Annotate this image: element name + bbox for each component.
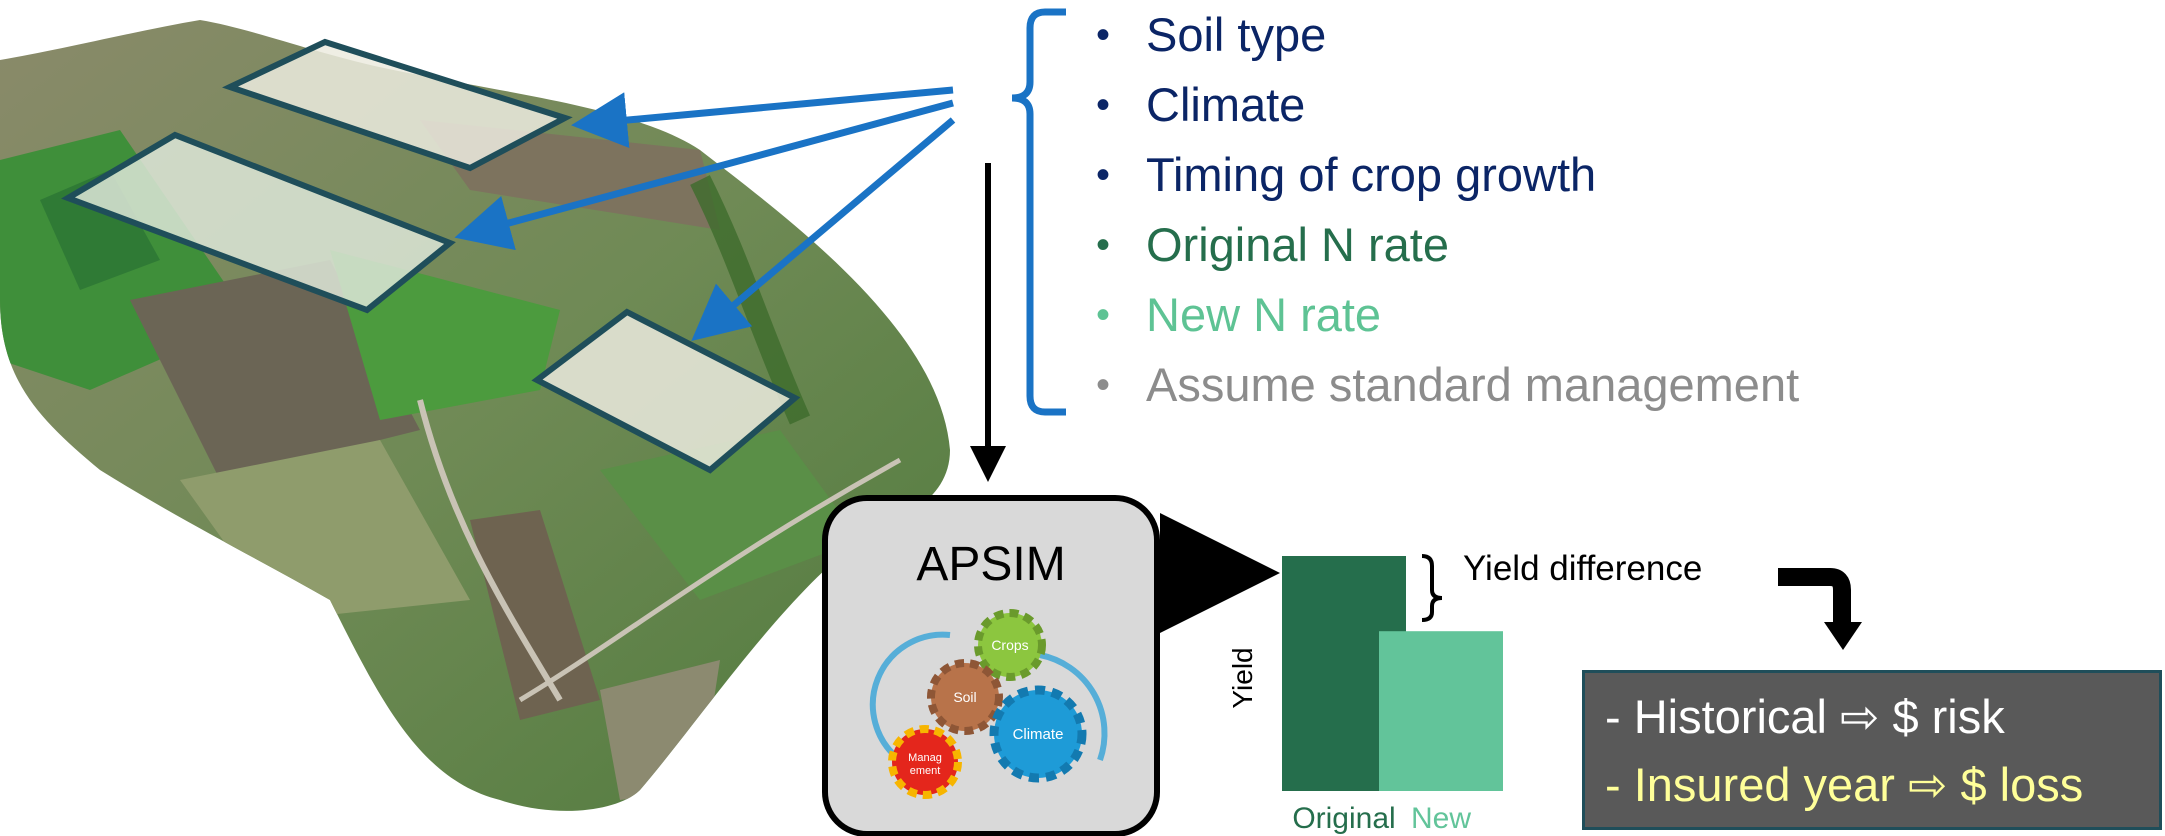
crops-gear-label: Crops bbox=[991, 637, 1028, 653]
factor-item: • Timing of crop growth bbox=[1090, 140, 1799, 210]
arrow-to-field-3 bbox=[691, 117, 956, 342]
management-gear-label-1: Manag bbox=[908, 752, 942, 764]
field-1-outline bbox=[222, 38, 573, 172]
factor-text: Climate bbox=[1146, 78, 1306, 131]
factor-text: Soil type bbox=[1146, 8, 1327, 61]
bullet-icon: • bbox=[1096, 223, 1111, 267]
bullet-icon: • bbox=[1096, 293, 1111, 337]
apsim-model-box: APSIM Crops Soil Climate Manag ement bbox=[822, 495, 1160, 836]
category-label-new: New bbox=[1411, 802, 1471, 835]
field-2-outline bbox=[61, 131, 456, 314]
factor-item: • Climate bbox=[1090, 70, 1799, 140]
bullet-icon: • bbox=[1096, 363, 1111, 407]
arrow-to-field-2 bbox=[454, 99, 954, 251]
management-gear-icon: Manag ement bbox=[888, 725, 962, 799]
factor-item: • Soil type bbox=[1090, 0, 1799, 70]
chart-ylabel: Yield bbox=[1227, 647, 1258, 708]
bullet-icon: • bbox=[1096, 153, 1111, 197]
chart-to-outcome-arrow bbox=[1778, 568, 1862, 650]
arrow-to-field-1 bbox=[571, 86, 954, 149]
field-3-outline bbox=[531, 308, 801, 474]
aerial-farm-image bbox=[0, 20, 950, 811]
bullet-icon: • bbox=[1096, 13, 1111, 57]
factor-text: Assume standard management bbox=[1146, 358, 1800, 411]
factor-item: • Assume standard management bbox=[1090, 350, 1799, 420]
apsim-gears-logo: Crops Soil Climate Manag ement bbox=[869, 609, 1108, 799]
bar-new bbox=[1379, 631, 1503, 791]
crops-gear-icon: Crops bbox=[974, 609, 1046, 681]
factors-bracket bbox=[1011, 8, 1066, 416]
factor-text: Timing of crop growth bbox=[1146, 148, 1597, 201]
model-title: APSIM bbox=[916, 538, 1065, 591]
factors-list: • Soil type • Climate • Timing of crop grow… bbox=[1090, 0, 1799, 420]
bullet-icon: • bbox=[1096, 83, 1111, 127]
factor-item: • Original N rate bbox=[1090, 210, 1799, 280]
factor-arrows bbox=[454, 86, 956, 342]
yield-difference-brace bbox=[1421, 554, 1443, 622]
outcome-insured-year: - Insured year ⇨ $ loss bbox=[1605, 758, 2084, 811]
category-label-original: Original bbox=[1292, 802, 1395, 835]
climate-gear-icon: Climate bbox=[989, 685, 1087, 783]
climate-gear-label: Climate bbox=[1013, 726, 1064, 743]
yield-difference-label: Yield difference bbox=[1463, 549, 1702, 588]
factor-text: New N rate bbox=[1146, 288, 1382, 341]
management-gear-label-2: ement bbox=[910, 765, 941, 777]
outcome-historical: - Historical ⇨ $ risk bbox=[1605, 690, 2005, 743]
soil-gear-label: Soil bbox=[953, 689, 976, 705]
factor-text: Original N rate bbox=[1146, 218, 1449, 271]
factor-item: • New N rate bbox=[1090, 280, 1799, 350]
soil-gear-icon: Soil bbox=[927, 659, 1003, 735]
yield-bar-chart: Yield Original New Yield difference bbox=[1227, 549, 1702, 835]
outcome-box: - Historical ⇨ $ risk - Insured year ⇨ $… bbox=[1582, 670, 2162, 830]
